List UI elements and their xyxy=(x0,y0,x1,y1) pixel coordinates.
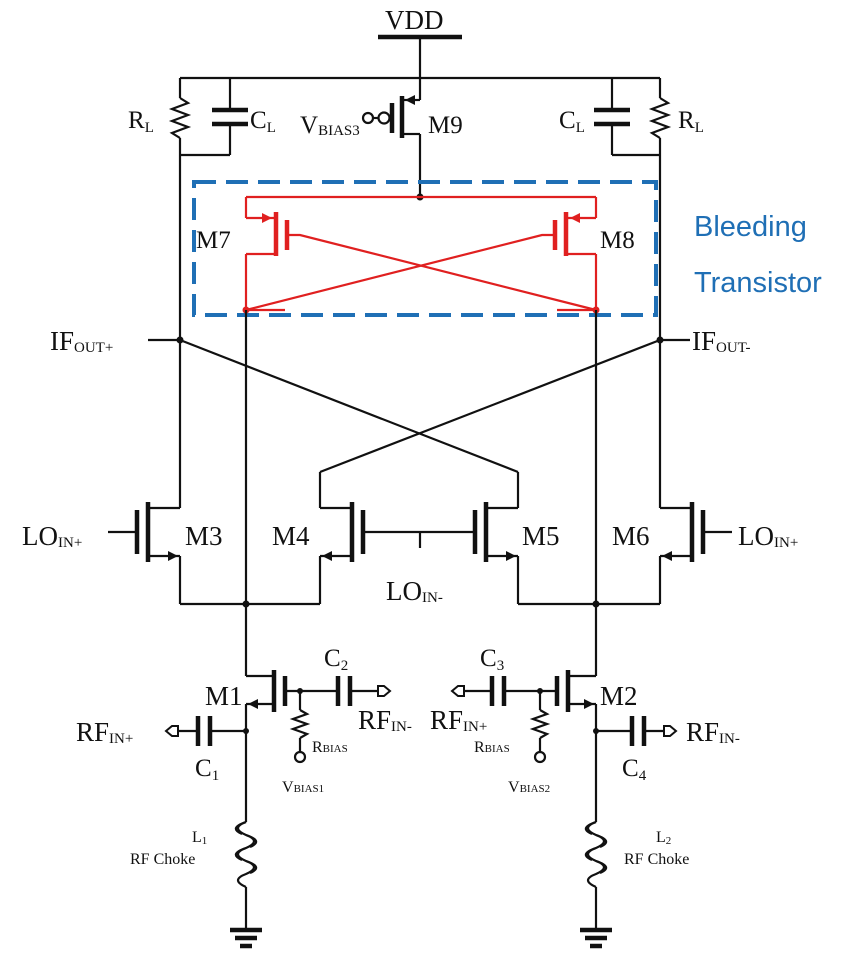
bleeding-box xyxy=(192,180,658,317)
vdd-rail xyxy=(180,34,660,80)
right-load xyxy=(594,78,672,157)
m8-label: M8 xyxy=(600,227,635,254)
m6-transistor xyxy=(658,502,732,604)
c2-label: C2 xyxy=(324,645,348,674)
c4-label: C4 xyxy=(622,755,647,784)
loin-minus-label: LOIN- xyxy=(386,576,443,606)
loin-plus-right-label: LOIN+ xyxy=(738,521,798,551)
bleeding-transistors xyxy=(242,195,600,314)
m3-label: M3 xyxy=(185,521,223,551)
ground-left xyxy=(230,927,262,949)
rbias-right-label: RBIAS xyxy=(474,739,510,756)
m5-label: M5 xyxy=(522,521,560,551)
vbias1-label: VBIAS1 xyxy=(282,779,324,796)
m4-label: M4 xyxy=(272,521,310,551)
m6-label: M6 xyxy=(612,521,650,551)
cl-right-label: CL xyxy=(559,107,585,136)
loin-plus-left-label: LOIN+ xyxy=(22,521,82,551)
l2-inductor xyxy=(584,820,608,928)
l1-label: L1 xyxy=(192,829,207,847)
m4-transistor xyxy=(318,502,366,604)
left-load xyxy=(168,78,248,157)
rbias-left-label: RBIAS xyxy=(312,739,348,756)
rl-right-label: RL xyxy=(678,107,704,136)
rfin-minus-right-label: RFIN- xyxy=(686,717,740,747)
m1-label: M1 xyxy=(205,681,243,711)
vdd-label: VDD xyxy=(385,5,444,35)
l2-label: L2 xyxy=(656,829,671,847)
bleeding-label-line2: Transistor xyxy=(694,267,822,299)
ground-right xyxy=(580,927,612,949)
m7-label: M7 xyxy=(196,227,231,254)
m5-transistor xyxy=(363,502,520,604)
l1-inductor xyxy=(234,820,258,928)
rfin-plus-mid-label: RFIN+ xyxy=(430,705,487,735)
c1-label: C1 xyxy=(195,755,219,784)
rfin-plus-left-label: RFIN+ xyxy=(76,717,133,747)
rfin-minus-mid-label: RFIN- xyxy=(358,705,412,735)
if-output-wiring xyxy=(148,155,690,604)
ifout-plus-label: IFOUT+ xyxy=(50,326,113,356)
vbias2-label: VBIAS2 xyxy=(508,779,550,796)
m2-transistor xyxy=(450,670,678,822)
m1-transistor xyxy=(164,670,392,822)
rl-left-label: RL xyxy=(128,107,154,136)
m9-label: M9 xyxy=(428,112,463,139)
l2-desc: RF Choke xyxy=(624,851,689,868)
m9-transistor xyxy=(361,78,424,201)
bleeding-label-line1: Bleeding xyxy=(694,211,807,243)
tail-nodes xyxy=(180,600,660,676)
cl-left-label: CL xyxy=(250,107,276,136)
m2-label: M2 xyxy=(600,681,638,711)
c3-label: C3 xyxy=(480,645,504,674)
m3-transistor xyxy=(108,502,182,604)
ifout-minus-label: IFOUT- xyxy=(692,326,750,356)
vbias3-label: VBIAS3 xyxy=(300,112,360,139)
l1-desc: RF Choke xyxy=(130,851,195,868)
